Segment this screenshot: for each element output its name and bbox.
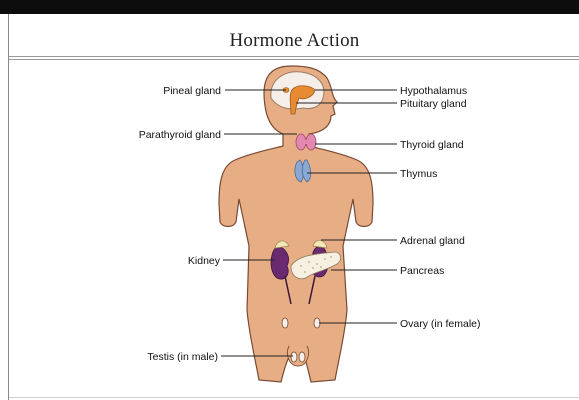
kidney-left-organ bbox=[271, 246, 289, 279]
ovary-left-organ bbox=[282, 318, 288, 328]
label-pituitary-gland: Pituitary gland bbox=[400, 98, 467, 110]
top-bar bbox=[0, 0, 579, 14]
label-pineal-gland: Pineal gland bbox=[163, 85, 221, 97]
body-silhouette bbox=[219, 66, 373, 382]
testis-left-organ bbox=[291, 352, 297, 362]
label-thyroid-gland: Thyroid gland bbox=[400, 139, 464, 151]
label-adrenal-gland: Adrenal gland bbox=[400, 235, 465, 247]
slide: Hormone Action bbox=[8, 14, 579, 400]
label-parathyroid-gland: Parathyroid gland bbox=[139, 129, 221, 141]
testis-right-organ bbox=[299, 352, 305, 362]
label-testis: Testis (in male) bbox=[147, 351, 218, 363]
label-hypothalamus: Hypothalamus bbox=[400, 85, 467, 97]
label-ovary: Ovary (in female) bbox=[400, 318, 481, 330]
endocrine-diagram: Pineal gland Hypothalamus Pituitary glan… bbox=[9, 14, 579, 400]
label-thymus: Thymus bbox=[400, 168, 437, 180]
label-pancreas: Pancreas bbox=[400, 265, 444, 277]
label-kidney: Kidney bbox=[188, 255, 221, 267]
